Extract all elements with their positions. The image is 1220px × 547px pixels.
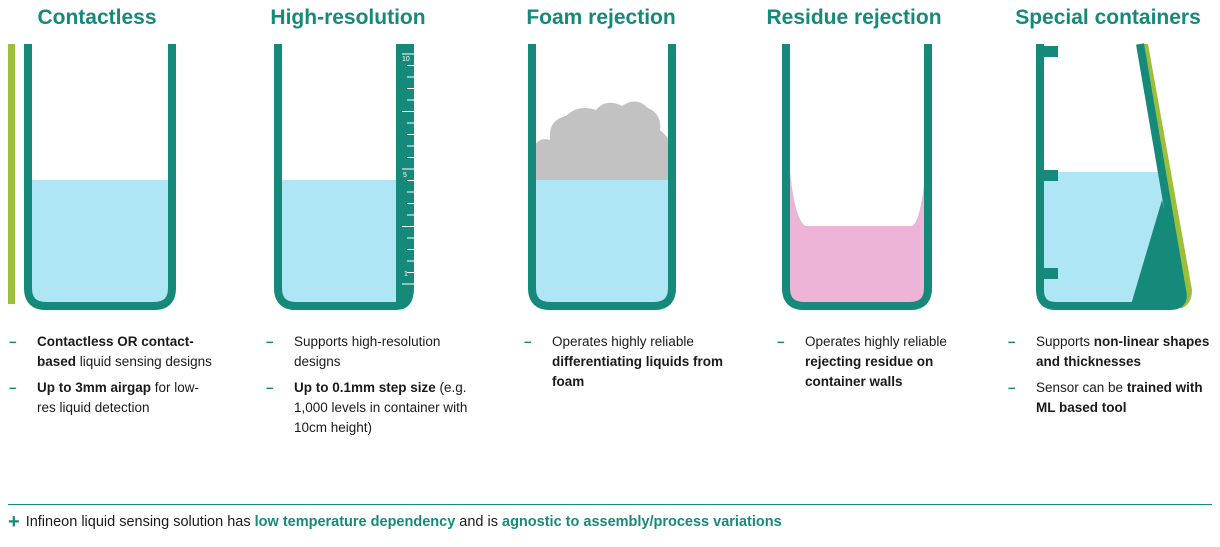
- contactless-illustration: [8, 44, 176, 310]
- bullet-text: (e.g. 1,000 levels in container with 10c…: [294, 380, 468, 435]
- bullet-text-bold: Contactless OR: [37, 334, 138, 349]
- bullet-text: Operates highly reliable: [552, 334, 694, 349]
- bullet-text-bold: Up to 3mm airgap: [37, 380, 152, 395]
- residue-rejection-illustration: [782, 44, 932, 310]
- bullet-item: – Contactless OR contact-based liquid sen…: [9, 332, 214, 372]
- bullet-item: – Up to 0.1mm step size (e.g. 1,000 level…: [266, 378, 471, 438]
- container-high-resolution: [274, 44, 398, 310]
- scale-label-10: 10: [402, 56, 410, 63]
- liquid-foam-rejection: [532, 180, 672, 306]
- bullet-text: Supports: [1036, 334, 1094, 349]
- scale-ticks: [402, 53, 414, 285]
- divider-line: [8, 504, 1212, 505]
- liquid-high-resolution: [278, 180, 398, 306]
- bullet-item: – Sensor can be trained with ML based too…: [1008, 378, 1213, 418]
- footer-text-segment: Infineon liquid sensing solution has: [25, 514, 255, 530]
- bullet-item: – Up to 3mm airgap for low-res liquid det…: [9, 378, 214, 418]
- foam-rejection-illustration: [528, 44, 676, 310]
- dash-icon: –: [524, 334, 532, 349]
- residue-liquid: [786, 110, 928, 306]
- liquid-contactless: [28, 180, 172, 306]
- bullet-text: Supports high-resolution designs: [294, 334, 441, 369]
- illustration-area: 10 5 1: [8, 43, 1192, 310]
- foam: [532, 101, 672, 180]
- container-contactless: [24, 44, 176, 310]
- bullet-item: – Operates highly reliable differentiatin…: [524, 332, 729, 392]
- container-rib-2: [1036, 170, 1058, 181]
- dash-icon: –: [9, 334, 17, 349]
- bullets-foam-rejection: – Operates highly reliable differentiatin…: [524, 332, 729, 398]
- bullets-residue-rejection: – Operates highly reliable rejecting resi…: [777, 332, 982, 398]
- container-rib-3: [1036, 268, 1058, 279]
- footer-highlight: low temperature dependency: [254, 514, 456, 530]
- title-special-containers: Special containers: [1015, 6, 1201, 29]
- plus-icon: +: [8, 511, 20, 533]
- scale-strip: [396, 44, 414, 310]
- bullet-text-bold: non-linear shapes and thicknesses: [1036, 334, 1210, 369]
- bullet-text: Operates highly reliable: [805, 334, 947, 349]
- bullets-high-resolution: – Supports high-resolution designs – Up to …: [266, 332, 471, 444]
- bullet-text-bold: Up to 0.1mm step size: [294, 380, 436, 395]
- dash-icon: –: [777, 334, 785, 349]
- bullet-item: – Supports non-linear shapes and thicknes…: [1008, 332, 1213, 372]
- bullet-text: for low-res liquid detection: [37, 380, 200, 415]
- bullet-text: Sensor can be: [1036, 380, 1127, 395]
- dash-icon: –: [266, 380, 274, 395]
- sensor-wedge: [1130, 200, 1185, 308]
- bullets-contactless: – Contactless OR contact-based liquid sen…: [9, 332, 214, 424]
- title-residue-rejection: Residue rejection: [766, 6, 942, 29]
- bullet-item: – Supports high-resolution designs: [266, 332, 471, 372]
- bullet-text-bold: rejecting residue on container walls: [805, 354, 934, 389]
- dash-icon: –: [1008, 334, 1016, 349]
- footer-text: Infineon liquid sensing solution has low…: [26, 514, 782, 530]
- container-foam-rejection: [528, 44, 676, 310]
- high-resolution-illustration: 10 5 1: [274, 44, 414, 310]
- scale-label-5: 5: [403, 172, 407, 179]
- bullet-text: liquid sensing designs: [76, 354, 212, 369]
- dash-icon: –: [9, 380, 17, 395]
- dash-icon: –: [1008, 380, 1016, 395]
- dash-icon: –: [266, 334, 274, 349]
- bullets-special-containers: – Supports non-linear shapes and thicknes…: [1008, 332, 1213, 424]
- container-residue-rejection: [782, 44, 932, 310]
- footer-text-segment: and is: [455, 514, 503, 530]
- bullet-text-bold: contact-based: [37, 334, 194, 369]
- container-rib-1: [1036, 46, 1058, 57]
- footer-highlight: agnostic to assembly/process variations: [502, 514, 782, 530]
- title-high-resolution: High-resolution: [270, 6, 426, 29]
- title-foam-rejection: Foam rejection: [526, 6, 676, 29]
- bullet-text-bold: differentiating liquids from foam: [552, 354, 723, 389]
- special-containers-illustration: [1036, 43, 1192, 310]
- container-special: [1036, 43, 1187, 310]
- sensor-strip: [8, 44, 15, 304]
- bullet-item: – Operates highly reliable rejecting resi…: [777, 332, 982, 392]
- title-contactless: Contactless: [37, 6, 157, 29]
- footer-note: + Infineon liquid sensing solution has lo…: [8, 511, 782, 534]
- scale-label-1: 1: [404, 271, 408, 278]
- bullet-text-bold: trained with ML based tool: [1036, 380, 1203, 415]
